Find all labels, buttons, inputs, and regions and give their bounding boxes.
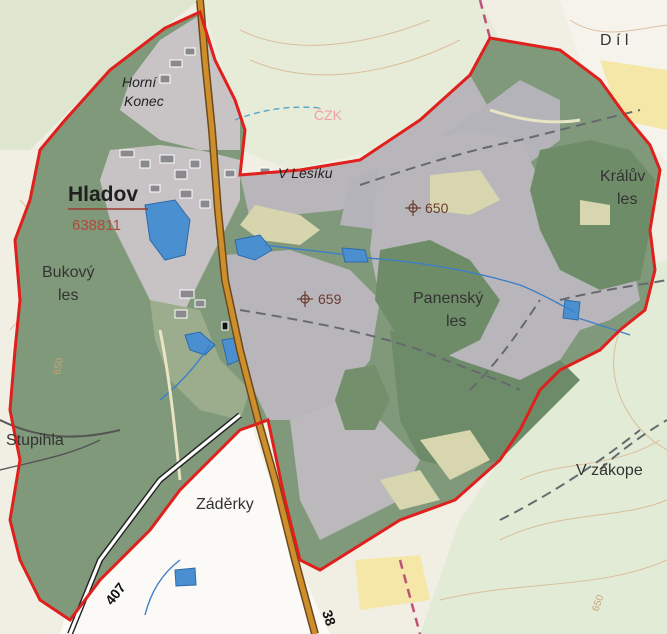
label-horni: Horní bbox=[122, 74, 158, 90]
label-konec: Konec bbox=[124, 93, 164, 109]
peak-659: 659 bbox=[318, 291, 342, 307]
forest-south-east-block bbox=[390, 330, 580, 470]
pond-central bbox=[234, 234, 273, 261]
forest-panensky-block bbox=[375, 240, 500, 360]
label-zaderky: Záděrky bbox=[196, 496, 254, 513]
label-v-lesiku: V Lesíku bbox=[278, 165, 333, 181]
outside-field-yellow bbox=[600, 60, 667, 130]
outside-meadow-north bbox=[200, 0, 500, 170]
peak-symbols bbox=[297, 200, 421, 307]
cadastral-boundary bbox=[8, 9, 662, 623]
meadow-patch-5 bbox=[420, 430, 490, 480]
label-kraluv-les: les bbox=[617, 191, 637, 208]
label-dil: D í l bbox=[600, 32, 628, 49]
label-panensky: Panenský bbox=[413, 290, 483, 307]
outside-meadow-northwest bbox=[0, 0, 200, 150]
label-kraluv: Králův bbox=[600, 167, 645, 185]
trail-marker-czk: ČZK bbox=[314, 107, 343, 123]
forest-patch-small bbox=[335, 365, 390, 430]
outside-meadow-southeast bbox=[420, 260, 667, 634]
outside-plain-south bbox=[60, 420, 330, 634]
streams bbox=[144, 106, 631, 616]
roads bbox=[0, 0, 319, 634]
contour-label-650-west: 650 bbox=[52, 357, 66, 376]
open-land-north bbox=[240, 75, 490, 220]
label-stupihla: Stupihla bbox=[6, 432, 64, 449]
label-v-zakope: V zákope bbox=[576, 462, 643, 479]
open-land-south bbox=[290, 400, 420, 540]
pond-hladov bbox=[144, 199, 191, 261]
meadow-patch-2 bbox=[430, 170, 500, 215]
dirt-tracks bbox=[239, 109, 667, 521]
meadow-patch-6 bbox=[380, 470, 440, 510]
buildings bbox=[119, 47, 271, 331]
road-number-38: 38 bbox=[319, 608, 339, 628]
meadow-patch-3 bbox=[580, 200, 610, 225]
open-land-central bbox=[225, 250, 380, 420]
pond-east bbox=[341, 247, 369, 263]
label-panensky-les: les bbox=[446, 313, 466, 330]
village-name: Hladov bbox=[68, 183, 138, 206]
label-bukovy-les: les bbox=[58, 287, 78, 304]
label-bukovy: Bukový bbox=[42, 264, 94, 281]
village-code: 638811 bbox=[72, 217, 121, 234]
marked-trail bbox=[398, 0, 492, 634]
outside-field-yellow-2 bbox=[355, 555, 430, 610]
peak-650: 650 bbox=[425, 200, 449, 216]
pond-zaderky bbox=[174, 567, 197, 587]
